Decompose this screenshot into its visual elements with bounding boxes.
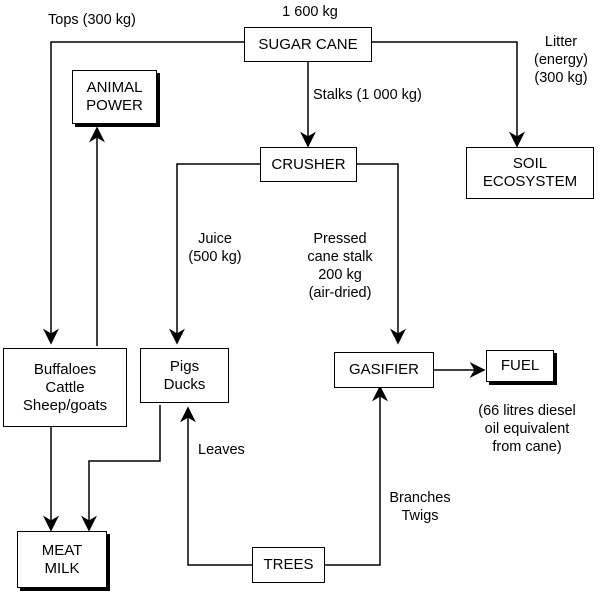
node-livestock: Buffaloes Cattle Sheep/goats <box>3 348 127 427</box>
pressed-line: cane stalk <box>307 249 373 265</box>
node-trees-label: TREES <box>263 556 314 573</box>
node-gasifier: GASIFIER <box>334 352 434 388</box>
sugar-cane-mass: 1 600 kg <box>282 4 338 20</box>
pressed-line: Pressed <box>313 231 367 247</box>
juice-line: Juice <box>198 231 232 247</box>
edge-label-juice: Juice (500 kg) <box>180 230 250 266</box>
litter-line: (300 kg) <box>534 70 588 86</box>
edge-juice <box>169 163 260 345</box>
edge-label-tops: Tops (300 kg) <box>48 12 136 28</box>
edge-tops <box>43 41 244 345</box>
edge-pigs-meat <box>81 405 161 532</box>
branches-line: Twigs <box>401 508 439 524</box>
edge-label-leaves: Leaves <box>198 442 245 458</box>
node-livestock-line: Cattle <box>45 378 85 396</box>
node-meat-milk: MEAT MILK <box>17 531 107 588</box>
fuel-note-line: oil equivalent <box>484 421 570 437</box>
fuel-note-line: from cane) <box>492 439 562 455</box>
node-animal-power-line: POWER <box>86 97 143 114</box>
node-fuel-label: FUEL <box>500 357 540 374</box>
juice-line: (500 kg) <box>188 249 242 265</box>
edge-label-litter: Litter (energy) (300 kg) <box>525 33 597 87</box>
litter-line: (energy) <box>534 52 588 68</box>
fuel-note: (66 litres diesel oil equivalent from ca… <box>462 402 592 456</box>
node-fuel: FUEL <box>486 350 554 382</box>
node-animal-power-line: ANIMAL <box>86 79 143 96</box>
edge-label-branches: Branches Twigs <box>384 489 456 525</box>
fuel-note-line: (66 litres diesel <box>478 403 576 419</box>
node-pigs-line: Pigs <box>169 357 200 375</box>
node-meat-line: MILK <box>44 559 80 577</box>
node-sugar-cane-label: SUGAR CANE <box>258 35 358 53</box>
pressed-line: 200 kg <box>318 267 362 283</box>
node-pigs-ducks: Pigs Ducks <box>140 348 229 403</box>
node-livestock-line: Sheep/goats <box>22 396 108 414</box>
node-crusher: CRUSHER <box>260 147 357 182</box>
node-sugar-cane: SUGAR CANE <box>244 27 372 62</box>
edge-branches <box>325 385 388 566</box>
node-meat-line: MEAT <box>41 541 83 559</box>
edge-litter <box>372 41 525 148</box>
node-trees: TREES <box>252 547 325 583</box>
node-soil-line: SOIL <box>512 155 548 172</box>
pressed-line: (air-dried) <box>308 285 372 301</box>
edge-leaves <box>180 406 252 566</box>
edge-pressed <box>357 163 406 345</box>
node-animal-power: ANIMAL POWER <box>72 70 157 124</box>
edge-label-pressed: Pressed cane stalk 200 kg (air-dried) <box>296 230 384 302</box>
node-crusher-label: CRUSHER <box>271 155 346 173</box>
litter-line: Litter <box>544 34 578 50</box>
node-soil-line: ECOSYSTEM <box>482 173 578 190</box>
node-soil-ecosystem: SOIL ECOSYSTEM <box>466 147 594 199</box>
branches-line: Branches <box>389 490 451 506</box>
node-gasifier-label: GASIFIER <box>348 361 419 378</box>
node-pigs-line: Ducks <box>163 375 206 393</box>
edge-label-stalks: Stalks (1 000 kg) <box>313 87 422 103</box>
node-livestock-line: Buffaloes <box>33 360 97 378</box>
